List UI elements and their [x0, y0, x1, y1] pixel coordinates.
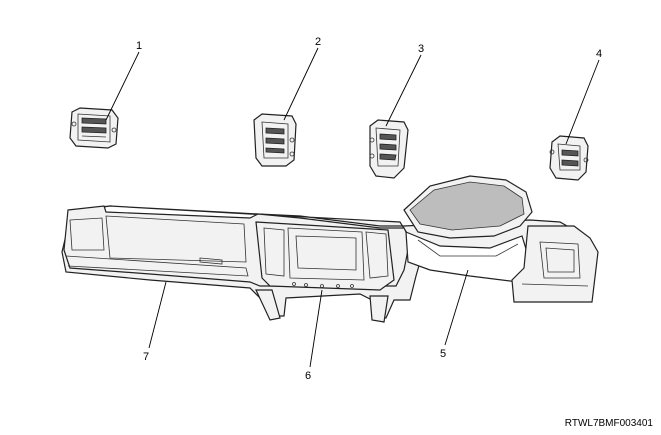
- leader-lines: [105, 47, 600, 368]
- air-vent-part-2: [253, 113, 297, 167]
- figure-code: RTWL7BMF003401: [564, 418, 653, 429]
- callout-4: 4: [596, 48, 602, 60]
- callout-2: 2: [315, 36, 321, 48]
- callout-7: 7: [143, 351, 149, 363]
- callout-5: 5: [440, 348, 446, 360]
- meter-hood-part-5: [403, 175, 533, 283]
- instrument-panel-assembly: [61, 175, 599, 323]
- air-vent-part-3: [369, 119, 409, 179]
- air-vent-part-1: [69, 107, 119, 149]
- callout-6: 6: [305, 370, 311, 382]
- callout-1: 1: [136, 40, 142, 52]
- center-cluster-bezel-part-6: [255, 221, 395, 291]
- callout-3: 3: [418, 43, 424, 55]
- air-vent-part-4: [549, 135, 589, 181]
